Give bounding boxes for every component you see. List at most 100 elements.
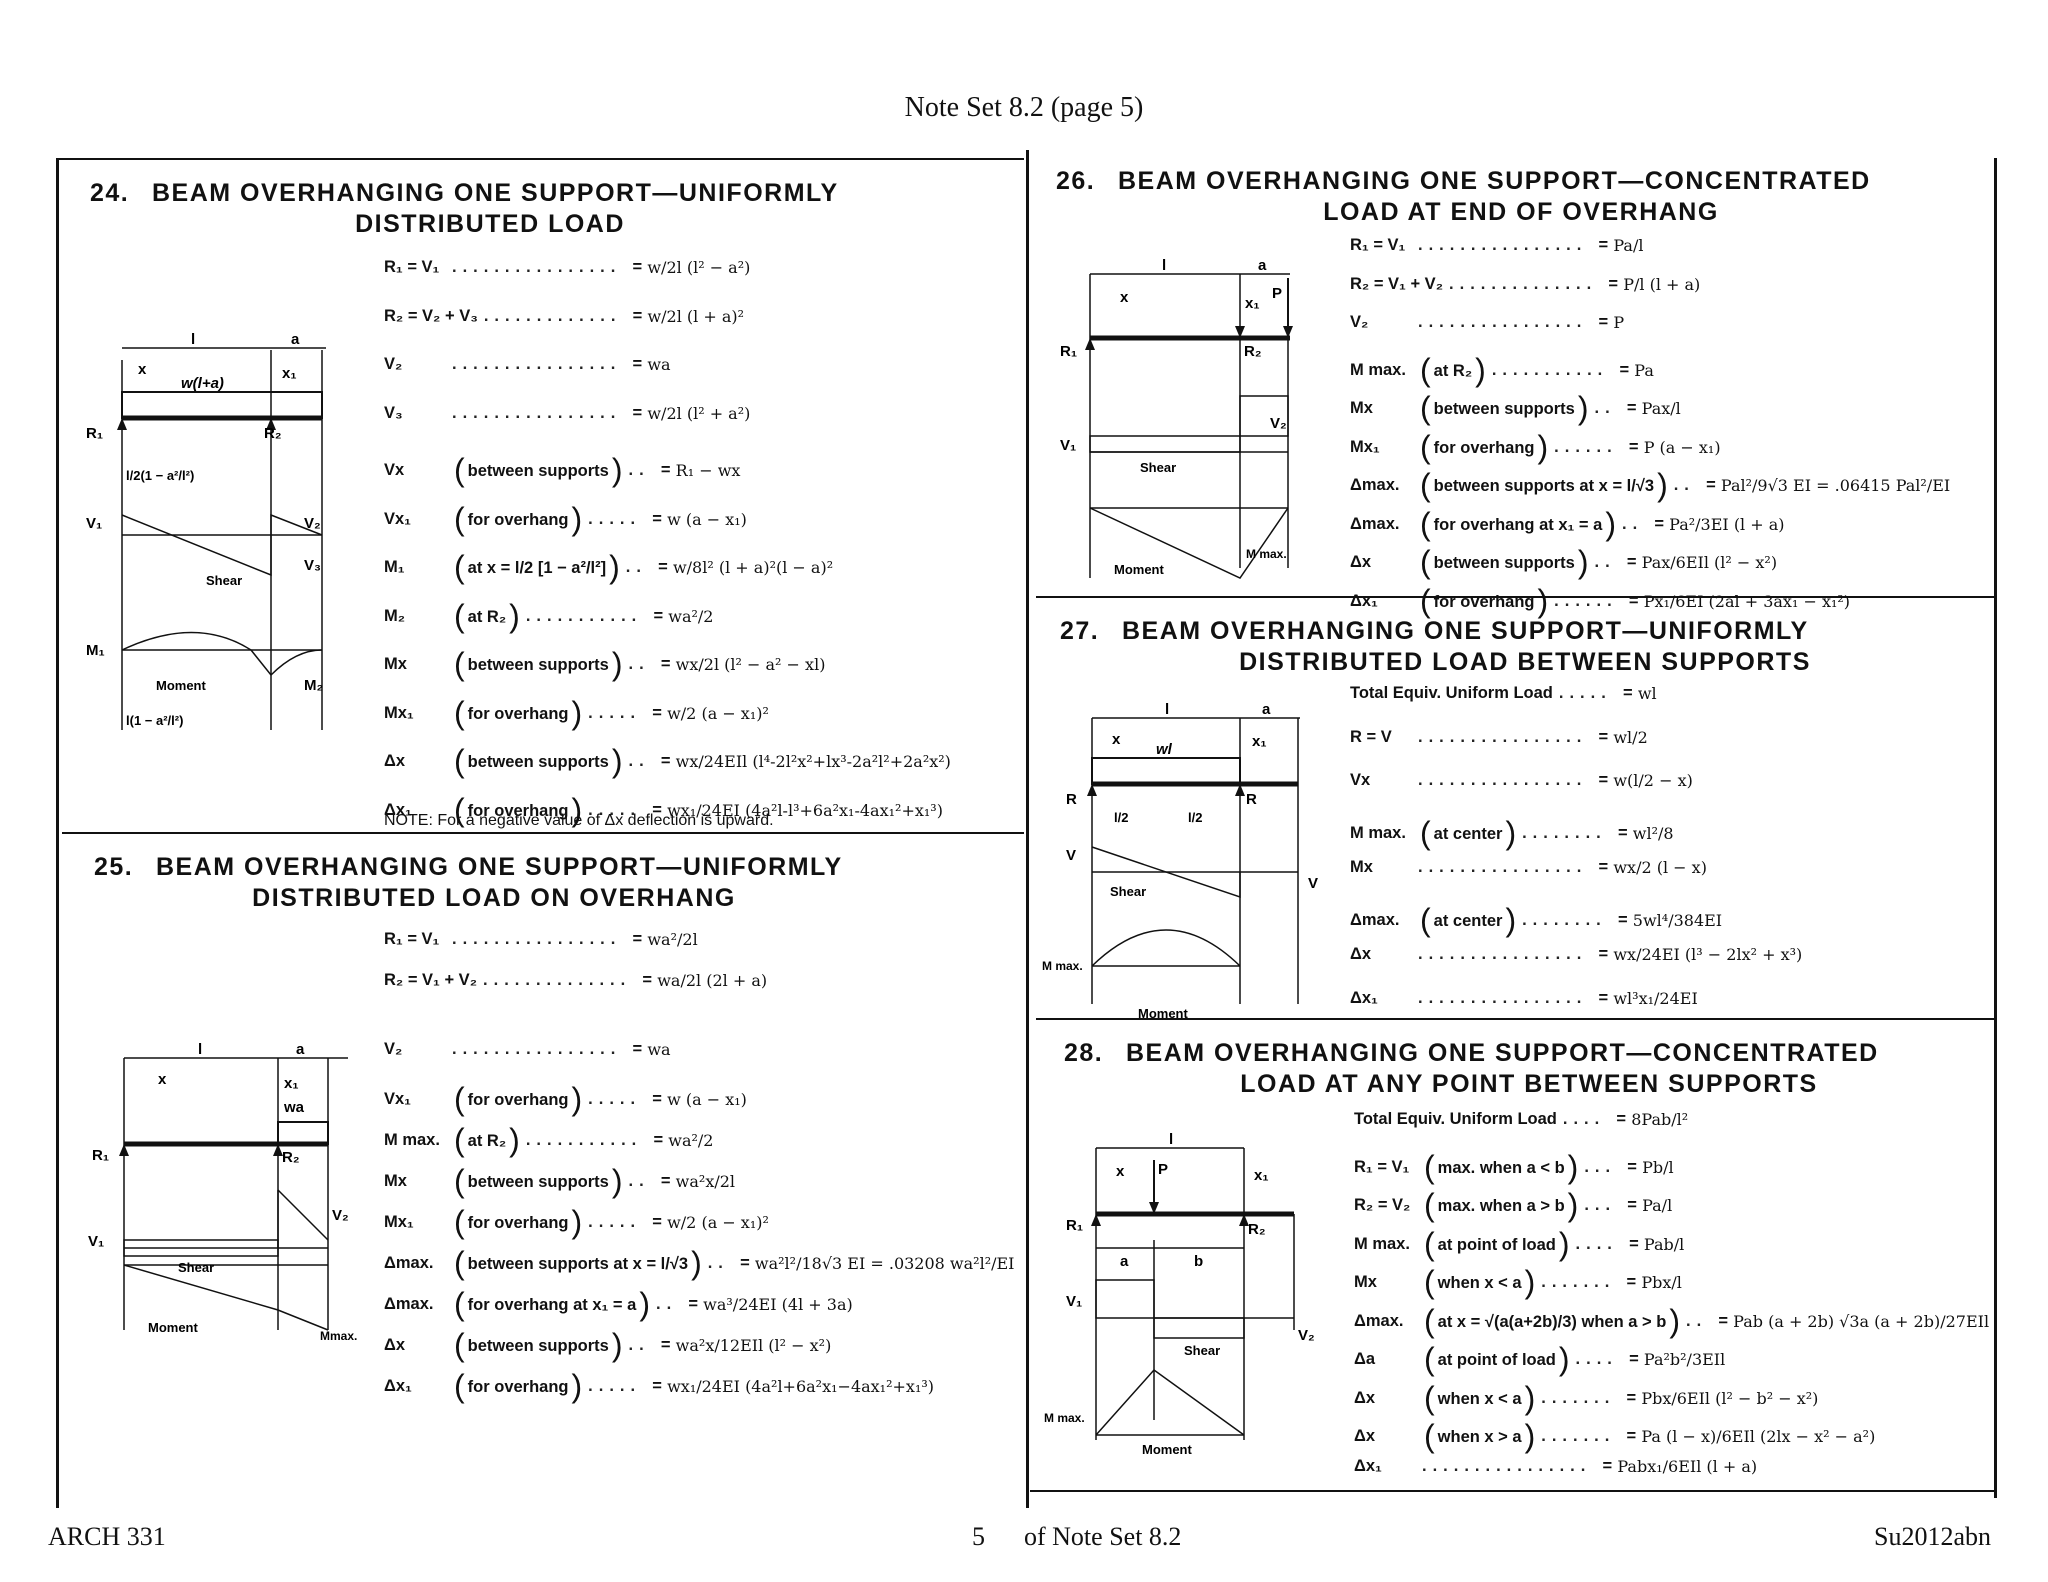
formula-symbol: Δmax. xyxy=(1350,514,1400,533)
dim-a: a xyxy=(1262,701,1271,718)
equals-sign: = xyxy=(1626,1273,1637,1291)
leader-dots: ................ xyxy=(1418,858,1588,876)
equals-sign: = xyxy=(1619,360,1630,379)
dim-x1: x₁ xyxy=(1252,733,1267,750)
leader-dots: .... xyxy=(1575,1234,1618,1253)
formula-condition: for overhang at x₁ = a xyxy=(454,1286,650,1323)
formula-symbol: Total Equiv. Uniform Load xyxy=(1354,1110,1557,1128)
equals-sign: = xyxy=(642,971,653,989)
formula-row: M max.at R₂...........=wa²/2 xyxy=(384,1122,713,1159)
formula-value: 8Pab/l² xyxy=(1631,1110,1689,1129)
formula-condition: at R₂ xyxy=(454,1122,520,1159)
formula-symbol: R₂ = V₂ xyxy=(1354,1196,1411,1214)
equals-sign: = xyxy=(632,930,643,948)
divider-27-28 xyxy=(1036,1018,1994,1020)
formula-symbol: Mx xyxy=(384,655,407,673)
formula-value: Pab (a + 2b) √3a (a + 2b)/27EIl xyxy=(1733,1311,1990,1331)
leader-dots: ................ xyxy=(1422,1456,1592,1475)
formula-symbol: V₂ xyxy=(1350,313,1369,331)
formula-value: P (a − x₁) xyxy=(1643,437,1721,457)
formula-value: wl³x₁/24EI xyxy=(1613,988,1698,1008)
section-26-diagram: l a x x₁ P R₁ R₂ V₁ V₂ Shear Moment M ma… xyxy=(1060,257,1293,579)
formula-symbol: R₁ = V₁ xyxy=(1350,236,1406,254)
leader-dots: .. xyxy=(628,1172,650,1190)
formula-row: Δx₁................=Pabx₁/6EIl (l + a) xyxy=(1354,1457,1757,1476)
leader-dots: ................ xyxy=(1418,313,1588,331)
equals-sign: = xyxy=(1622,684,1633,702)
dim-l: l xyxy=(1169,1131,1173,1148)
leader-dots: ..... xyxy=(588,1377,642,1395)
formula-value: Pbx/6EIl (l² − b² − x²) xyxy=(1641,1388,1819,1408)
moment-label: Moment xyxy=(1142,1442,1193,1457)
formula-symbol: Mx xyxy=(1350,858,1373,876)
leader-dots: ...... xyxy=(1554,591,1618,610)
leader-dots: .. xyxy=(625,558,647,576)
r1-label: R₁ xyxy=(1066,1217,1083,1234)
leader-dots: .. xyxy=(628,461,650,479)
formula-value: w/2 (a − x₁)² xyxy=(667,703,769,723)
formula-symbol: Δx xyxy=(1354,1388,1376,1407)
shear-label: Shear xyxy=(1140,460,1176,475)
leader-dots: ....... xyxy=(1541,1427,1616,1445)
formula-row: V₂................=P xyxy=(1350,313,1624,332)
formula-symbol: M₁ xyxy=(384,558,405,576)
leader-dots: ................ xyxy=(1418,236,1588,254)
formula-row: Δmax.for overhang at x₁ = a..=Pa²/3EI (l… xyxy=(1350,506,1785,543)
section-27-diagram: l a x x₁ wl R R l/2 l/2 V V Shear M max.… xyxy=(1042,701,1318,1021)
formula-row: R₁ = V₁................=Pa/l xyxy=(1350,236,1643,255)
leader-dots: .... xyxy=(1575,1350,1618,1368)
leader-dots: .. xyxy=(628,752,650,770)
formula-row: Vx₁for overhang.....=w (a − x₁) xyxy=(384,501,747,538)
formula-value: wa/2l (2l + a) xyxy=(657,971,768,990)
equals-sign: = xyxy=(1626,1427,1637,1445)
leader-dots: ..... xyxy=(588,703,642,722)
formula-value: w/2 (a − x₁)² xyxy=(667,1213,769,1232)
formula-condition: for overhang xyxy=(1420,583,1548,620)
formula-row: M max.at center........=wl²/8 xyxy=(1350,815,1674,852)
formula-symbol: Δx₁ xyxy=(1350,988,1378,1007)
leader-dots: ...... xyxy=(1554,437,1618,456)
formula-value: Pa (l − x)/6EIl (2lx − x² − a²) xyxy=(1641,1427,1876,1446)
formula-symbol: Vx xyxy=(1350,771,1371,789)
leader-dots: ................ xyxy=(452,930,622,948)
formula-value: wx₁/24EI (4a²l-l³+6a²x₁-4ax₁²+x₁³) xyxy=(667,800,943,820)
formula-symbol: Δx₁ xyxy=(1350,591,1378,610)
leader-dots: .... xyxy=(1562,1110,1606,1128)
equals-sign: = xyxy=(660,655,671,673)
equals-sign: = xyxy=(1598,727,1609,746)
leader-dots: ................ xyxy=(1418,988,1588,1007)
leader-dots: .. xyxy=(1594,553,1616,571)
formula-condition: for overhang xyxy=(454,792,582,829)
load-label: wl xyxy=(1156,741,1173,758)
formula-condition: at x = l/2 [1 − a²/l²] xyxy=(454,549,620,586)
equals-sign: = xyxy=(1598,945,1609,963)
leader-dots: ... xyxy=(1584,1157,1617,1176)
leader-dots: ........ xyxy=(1522,910,1607,929)
formula-row: V₃................=w/2l (l² + a²) xyxy=(384,404,750,423)
formula-symbol: Vx₁ xyxy=(384,509,412,528)
formula-symbol: Mx₁ xyxy=(384,1213,414,1231)
leader-dots: .. xyxy=(655,1295,678,1313)
formula-row: R₂ = V₂max. when a > b...=Pa/l xyxy=(1354,1187,1672,1224)
formula-symbol: Mx₁ xyxy=(1350,437,1380,456)
equals-sign: = xyxy=(1598,858,1609,876)
formula-value: wx/2 (l − x) xyxy=(1613,858,1707,877)
formula-row: Δxwhen x > a.......=Pa (l − x)/6EIl (2lx… xyxy=(1354,1418,1875,1455)
equals-sign: = xyxy=(688,1295,698,1313)
leader-dots: .. xyxy=(1673,476,1695,494)
leader-dots: ................ xyxy=(452,403,622,422)
formula-condition: at x = √(a(a+2b)/3) when a > b xyxy=(1424,1303,1680,1340)
formula-row: M₁at x = l/2 [1 − a²/l²]..=w/8l² (l + a)… xyxy=(384,549,833,586)
formula-row: R₂ = V₁ + V₂..............=wa/2l (2l + a… xyxy=(384,971,767,990)
formula-row: Mxbetween supports..=wa²x/2l xyxy=(384,1163,735,1200)
formula-symbol: R₁ = V₁ xyxy=(384,258,440,276)
leader-dots: ........... xyxy=(525,606,643,625)
formula-value: Pa²/3EI (l + a) xyxy=(1669,514,1785,534)
formula-symbol: R₂ = V₁ + V₂ xyxy=(1350,274,1444,293)
formula-value: wa²x/12EIl (l² − x²) xyxy=(675,1336,832,1355)
section-25-title: 25.BEAM OVERHANGING ONE SUPPORT—UNIFORML… xyxy=(94,853,843,912)
formula-row: V₂................=wa xyxy=(384,355,671,374)
page-header: Note Set 8.2 (page 5) xyxy=(904,92,1144,123)
footer-left: ARCH 331 xyxy=(48,1522,166,1551)
formula-value: Pabx₁/6EIl (l + a) xyxy=(1617,1456,1758,1476)
